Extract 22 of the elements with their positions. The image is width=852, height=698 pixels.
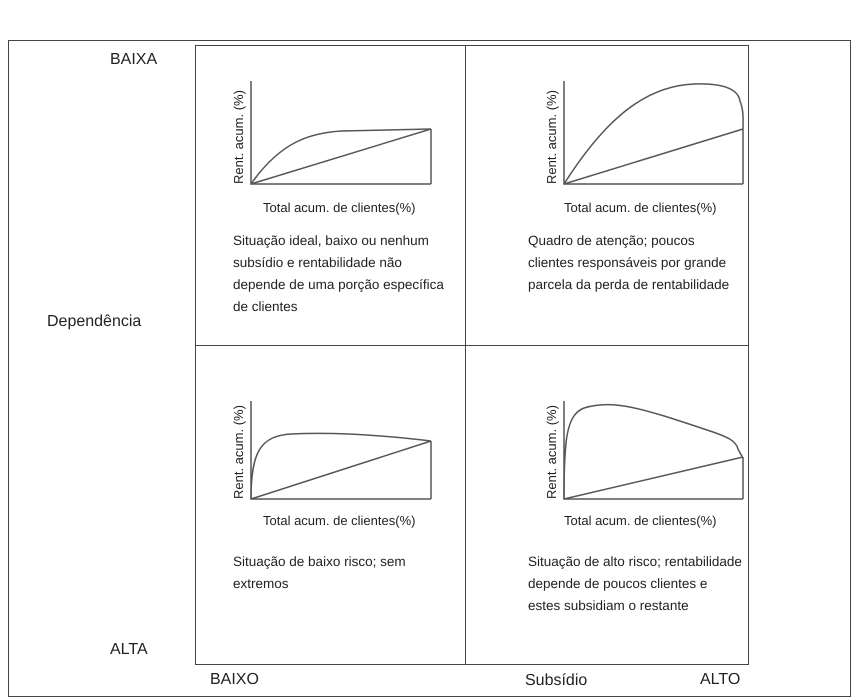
description-text: Situação de baixo risco; sem extremos	[233, 553, 407, 593]
axis-title: Rent. acum. (%)	[543, 405, 560, 499]
axis-title: Rent. acum. (%)	[230, 405, 247, 499]
quadrant-cell	[465, 345, 749, 665]
axis-label: ALTO	[700, 670, 740, 690]
quadrant-cell	[465, 45, 749, 346]
axis-title: Total acum. de clientes(%)	[564, 199, 716, 217]
description-text: Quadro de atenção; poucos clientes responsáveis por grande parcela da perda de rentabilidade	[528, 232, 730, 294]
axis-label: Subsídio	[525, 671, 588, 691]
axis-title: Total acum. de clientes(%)	[263, 199, 416, 217]
axis-label: Dependência	[47, 312, 142, 332]
axis-label: BAIXO	[210, 670, 259, 690]
quadrant-cell	[195, 45, 466, 346]
axis-title: Total acum. de clientes(%)	[564, 512, 716, 530]
axis-label: BAIXA	[110, 50, 158, 70]
description-text: Situação ideal, baixo ou nenhum subsídio e rentabilidade não depende de uma porção específica de clientes	[233, 232, 445, 316]
axis-label: ALTA	[110, 640, 148, 660]
axis-title: Total acum. de clientes(%)	[263, 512, 416, 530]
description-text: Situação de alto risco; rentabilidade depende de poucos clientes e estes subsidiam o restante	[528, 553, 743, 615]
axis-title: Rent. acum. (%)	[230, 90, 247, 184]
quadrant-cell	[195, 345, 466, 665]
axis-title: Rent. acum. (%)	[543, 90, 560, 184]
